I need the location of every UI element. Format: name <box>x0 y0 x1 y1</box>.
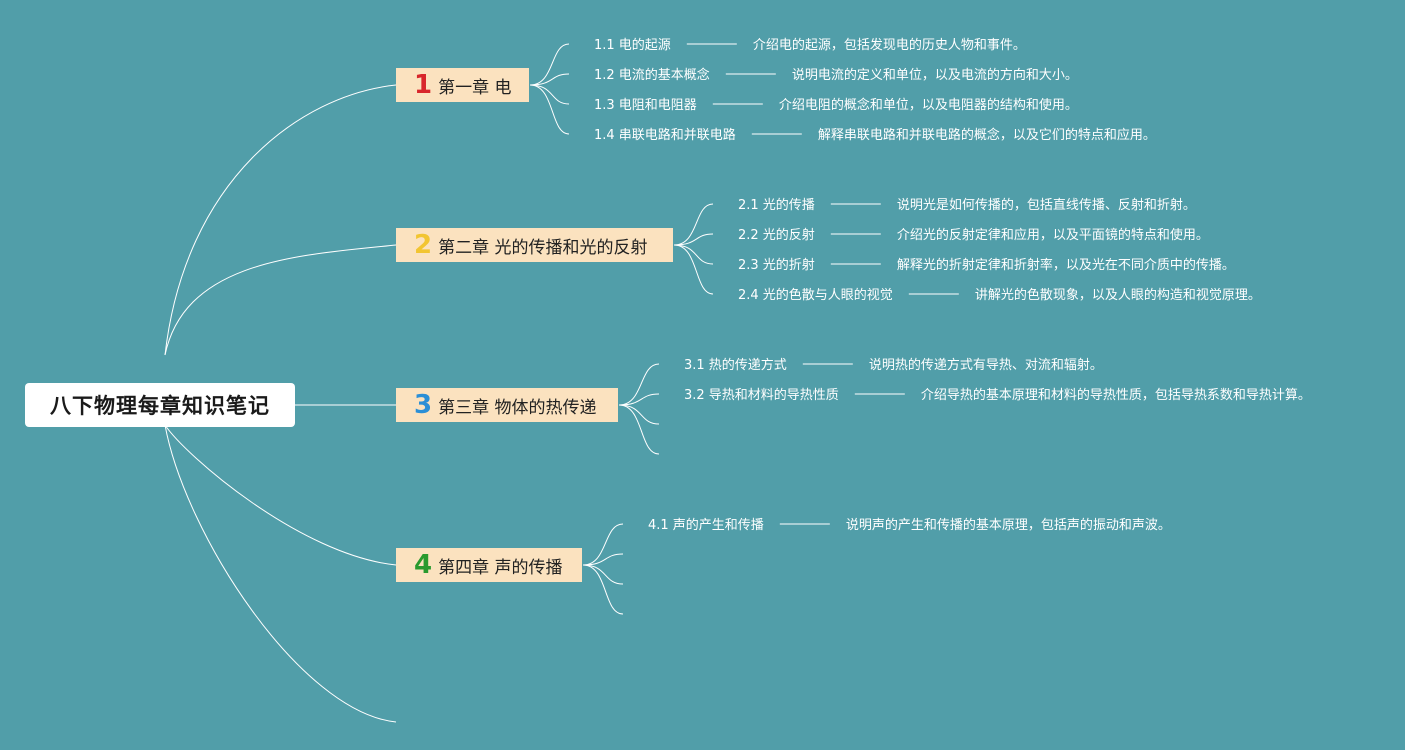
section-label[interactable]: 1.4 串联电路和并联电路 <box>594 128 736 143</box>
chapter-number-icon: 1 <box>414 70 433 100</box>
connector-chapter-4-section-3 <box>582 564 624 585</box>
section-label[interactable]: 3.2 导热和材料的导热性质 <box>684 388 839 403</box>
connector-chapter-2-section-4 <box>673 244 714 295</box>
section-description[interactable]: 说明热的传递方式有导热、对流和辐射。 <box>868 358 1103 373</box>
connector-root-chapter-1 <box>164 84 397 356</box>
section-label[interactable]: 1.1 电的起源 <box>594 38 671 53</box>
chapter-title: 第三章 物体的热传递 <box>438 397 597 418</box>
section-description[interactable]: 介绍电的起源，包括发现电的历史人物和事件。 <box>752 38 1026 53</box>
connector-chapter-1-section-1 <box>529 43 570 86</box>
chapter-number-icon: 2 <box>414 230 433 260</box>
connector-chapter-3-section-3 <box>618 404 660 425</box>
connector-root-chapter-2 <box>164 244 397 356</box>
section-description[interactable]: 说明声的产生和传播的基本原理，包括声的振动和声波。 <box>845 518 1171 533</box>
connector-chapter-3-section-1 <box>618 363 660 406</box>
connector-chapter-1-section-4 <box>529 84 570 135</box>
connector-root-chapter-4 <box>164 424 397 566</box>
chapter-title: 第四章 声的传播 <box>438 557 563 578</box>
connector-chapter-2-section-3 <box>673 244 714 265</box>
connector-chapter-1-section-2 <box>529 73 570 86</box>
section-description[interactable]: 介绍电阻的概念和单位，以及电阻器的结构和使用。 <box>778 98 1078 113</box>
section-description[interactable]: 解释光的折射定律和折射率，以及光在不同介质中的传播。 <box>896 258 1235 273</box>
root-title: 八下物理每章知识笔记 <box>50 394 270 418</box>
connector-chapter-2-section-1 <box>673 203 714 246</box>
root-node[interactable]: 八下物理每章知识笔记 <box>25 383 295 427</box>
connector-root-empty-branch <box>164 424 397 723</box>
chapter-title: 第二章 光的传播和光的反射 <box>438 237 648 258</box>
section-label[interactable]: 2.4 光的色散与人眼的视觉 <box>738 288 893 303</box>
section-label[interactable]: 3.1 热的传递方式 <box>684 358 787 373</box>
connector-chapter-2-section-2 <box>673 233 714 246</box>
connector-chapter-3-section-4 <box>618 404 660 455</box>
connector-chapter-1-section-3 <box>529 84 570 105</box>
section-label[interactable]: 1.3 电阻和电阻器 <box>594 98 697 113</box>
section-description[interactable]: 说明光是如何传播的，包括直线传播、反射和折射。 <box>896 198 1196 213</box>
chapter-title: 第一章 电 <box>438 77 512 98</box>
section-description[interactable]: 介绍光的反射定律和应用，以及平面镜的特点和使用。 <box>896 228 1209 243</box>
section-label[interactable]: 2.2 光的反射 <box>738 228 815 243</box>
section-label[interactable]: 4.1 声的产生和传播 <box>648 518 764 533</box>
section-label[interactable]: 2.1 光的传播 <box>738 198 815 213</box>
section-label[interactable]: 2.3 光的折射 <box>738 258 815 273</box>
section-description[interactable]: 讲解光的色散现象，以及人眼的构造和视觉原理。 <box>974 288 1261 303</box>
section-description[interactable]: 介绍导热的基本原理和材料的导热性质，包括导热系数和导热计算。 <box>920 388 1311 403</box>
section-label[interactable]: 1.2 电流的基本概念 <box>594 68 710 83</box>
section-description[interactable]: 说明电流的定义和单位，以及电流的方向和大小。 <box>791 68 1078 83</box>
connector-chapter-3-section-2 <box>618 393 660 406</box>
connector-chapter-4-section-4 <box>582 564 624 615</box>
section-description[interactable]: 解释串联电路和并联电路的概念，以及它们的特点和应用。 <box>817 128 1156 143</box>
connector-chapter-4-section-1 <box>582 523 624 566</box>
chapter-number-icon: 4 <box>414 550 433 580</box>
connector-chapter-4-section-2 <box>582 553 624 566</box>
chapter-number-icon: 3 <box>414 390 433 420</box>
